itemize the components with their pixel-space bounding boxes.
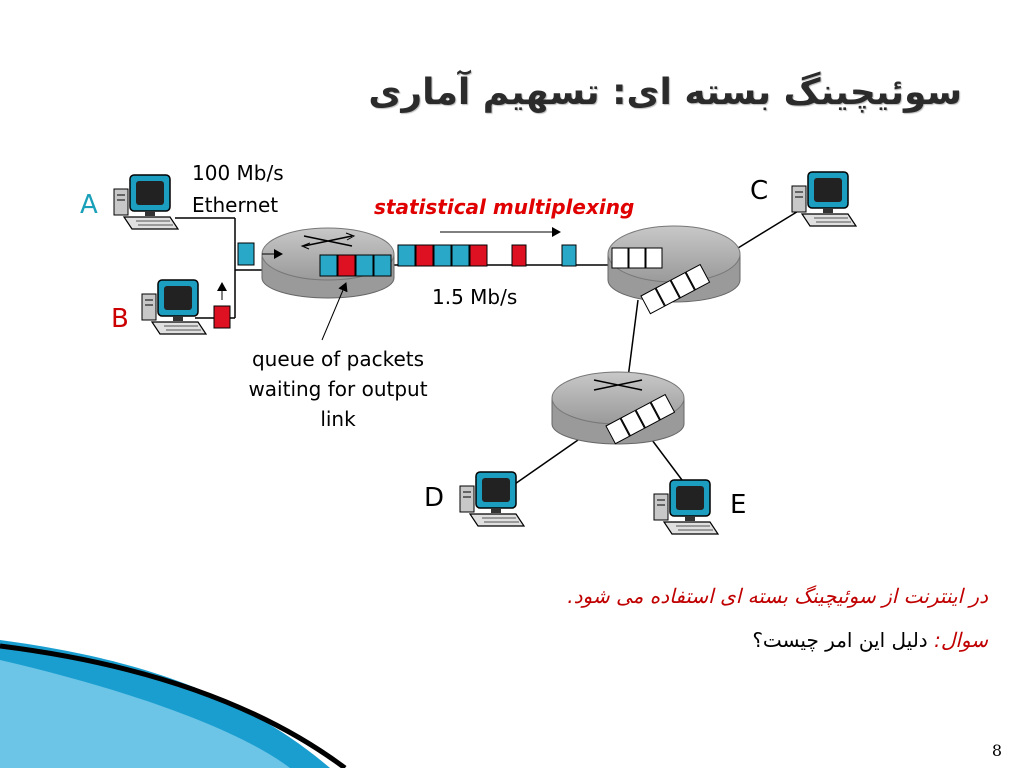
bullet-question: سوال: دلیل این امر چیست؟: [752, 628, 988, 652]
queue-label-line-3: link: [320, 407, 356, 431]
queue-label-line-1: queue of packets: [251, 347, 425, 371]
link-rate-label: 1.5 Mb/s: [432, 285, 518, 309]
packet-red-gap: [511, 244, 527, 267]
queue-label: queue of packets waiting for output link: [218, 344, 458, 434]
host-a-computer-icon: [113, 174, 179, 230]
slide-title: سوئیچینگ بسته ای: تسهیم آماری: [368, 72, 962, 113]
ethernet-label: Ethernet: [192, 193, 279, 217]
host-c-label: C: [750, 176, 769, 206]
queue-pointer: [321, 282, 348, 341]
queue-packet-blue: [355, 254, 374, 277]
host-d-computer-icon: [459, 471, 525, 527]
link-router2-router3: [627, 299, 639, 379]
link-packet-red: [415, 244, 434, 267]
packet-blue-gap: [561, 244, 577, 267]
packet-incoming-b: [213, 305, 231, 329]
link-packet-red: [469, 244, 488, 267]
router-2-queue: [611, 247, 711, 315]
link-packet-blue: [397, 244, 416, 267]
queue-packet-blue: [319, 254, 338, 277]
queue-packet-blue: [373, 254, 392, 277]
question-label: سوال:: [934, 628, 988, 652]
host-d-label: D: [424, 483, 445, 513]
link-d: [511, 439, 579, 487]
router-3-queue: [605, 393, 676, 445]
packet-incoming-a: [237, 242, 255, 266]
output-queue: [319, 254, 392, 277]
host-e-label: E: [730, 490, 747, 520]
host-b-label: B: [111, 304, 129, 334]
link-packets: [397, 244, 488, 267]
link-c: [737, 209, 801, 249]
host-a-label: A: [80, 190, 98, 220]
page-number: 8: [991, 741, 1002, 760]
ethernet-rate-label: 100 Mb/s: [192, 161, 284, 185]
host-b-computer-icon: [141, 279, 207, 335]
multiplexing-label: statistical multiplexing: [374, 195, 635, 219]
host-e-computer-icon: [653, 479, 719, 535]
corner-decoration-light: [0, 660, 290, 768]
host-c-computer-icon: [791, 171, 857, 227]
corner-decoration-line: [0, 643, 347, 768]
queue-packet-red: [337, 254, 356, 277]
question-text: دلیل این امر چیست؟: [752, 628, 928, 652]
link-packet-blue: [433, 244, 452, 267]
link-packet-blue: [451, 244, 470, 267]
queue-label-line-2: waiting for output: [248, 377, 428, 401]
bullet-internet-packet-switching: در اینترنت از سوئیچینگ بسته ای استفاده م…: [567, 584, 988, 608]
